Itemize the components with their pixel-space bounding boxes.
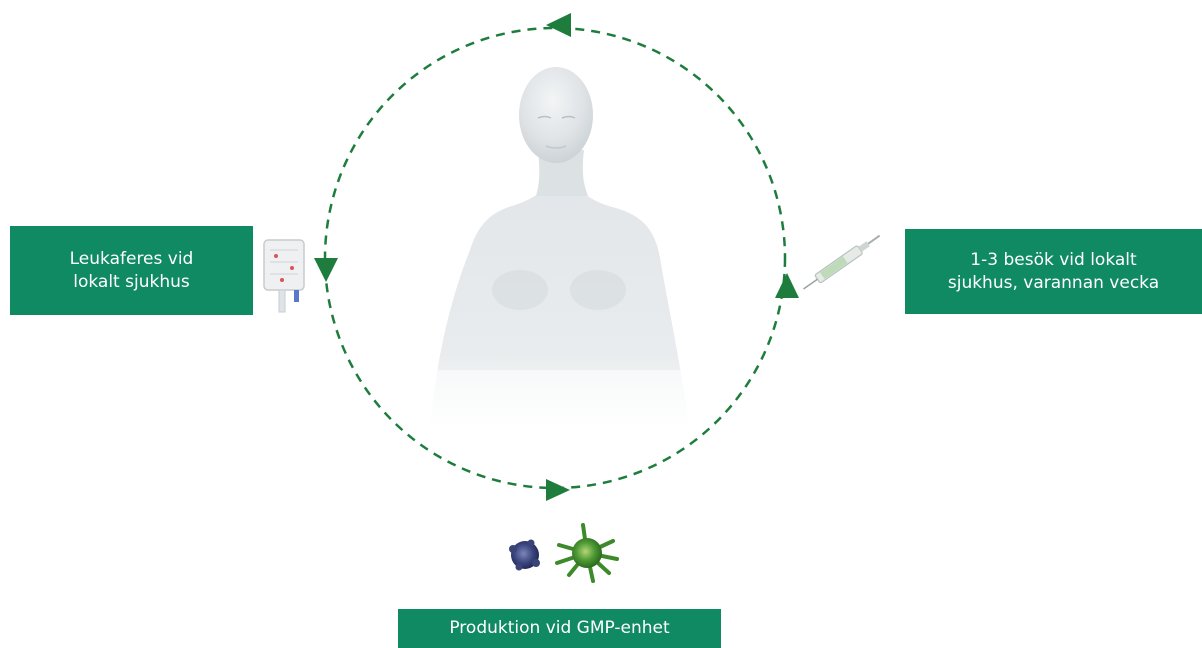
leukapheresis-label-line1: Leukaferes vid: [70, 248, 194, 271]
leukapheresis-label-line2: lokalt sjukhus: [73, 271, 190, 294]
arrow-top-icon: [546, 13, 571, 37]
production-label: Produktion vid GMP-enhet: [398, 609, 721, 648]
arrow-left-icon: [314, 258, 338, 282]
arrow-right-icon: [775, 273, 799, 298]
syringe-icon: [801, 232, 883, 294]
production-label-line1: Produktion vid GMP-enhet: [449, 617, 669, 640]
hospital-visits-label-line2: sjukhus, varannan vecka: [948, 272, 1159, 295]
hospital-visits-label: 1-3 besök vid lokalt sjukhus, varannan v…: [905, 229, 1202, 314]
iv-bag-icon: [264, 240, 304, 312]
arrow-bottom-icon: [546, 479, 570, 501]
human-figure-icon: [420, 67, 710, 440]
hospital-visits-label-line1: 1-3 besök vid lokalt: [970, 249, 1136, 272]
leukapheresis-label: Leukaferes vid lokalt sjukhus: [10, 226, 253, 315]
cells-icon: [509, 525, 617, 581]
